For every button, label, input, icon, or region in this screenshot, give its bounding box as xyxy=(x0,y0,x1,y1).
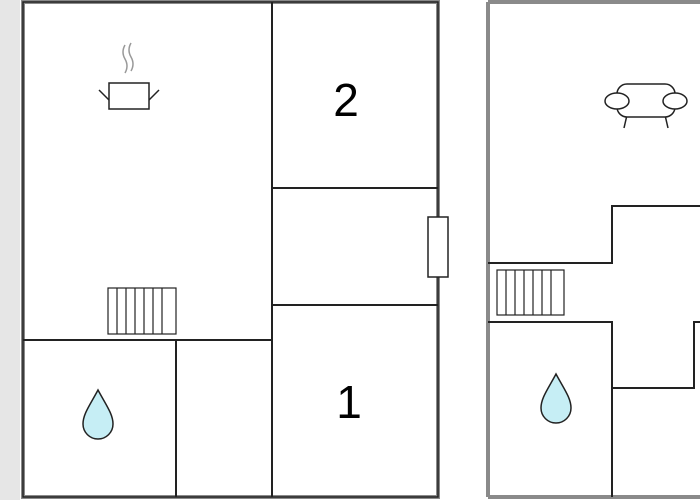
sofa-icon xyxy=(604,83,688,129)
window-icon xyxy=(427,216,449,278)
staircase-icon xyxy=(107,287,177,335)
water-drop-icon xyxy=(540,372,572,424)
cooking-pot-icon xyxy=(98,42,160,110)
wall xyxy=(488,205,700,264)
wall xyxy=(488,321,613,497)
floor-plan-right xyxy=(486,0,700,499)
left-margin-strip xyxy=(0,0,20,500)
wall xyxy=(612,321,700,389)
staircase-icon xyxy=(496,269,565,316)
room-label-bedroom-2: 2 xyxy=(333,74,359,126)
room-label-bedroom-1: 1 xyxy=(336,376,362,428)
water-drop-icon xyxy=(82,388,114,440)
floor-plan-left: 2 1 xyxy=(21,0,449,499)
